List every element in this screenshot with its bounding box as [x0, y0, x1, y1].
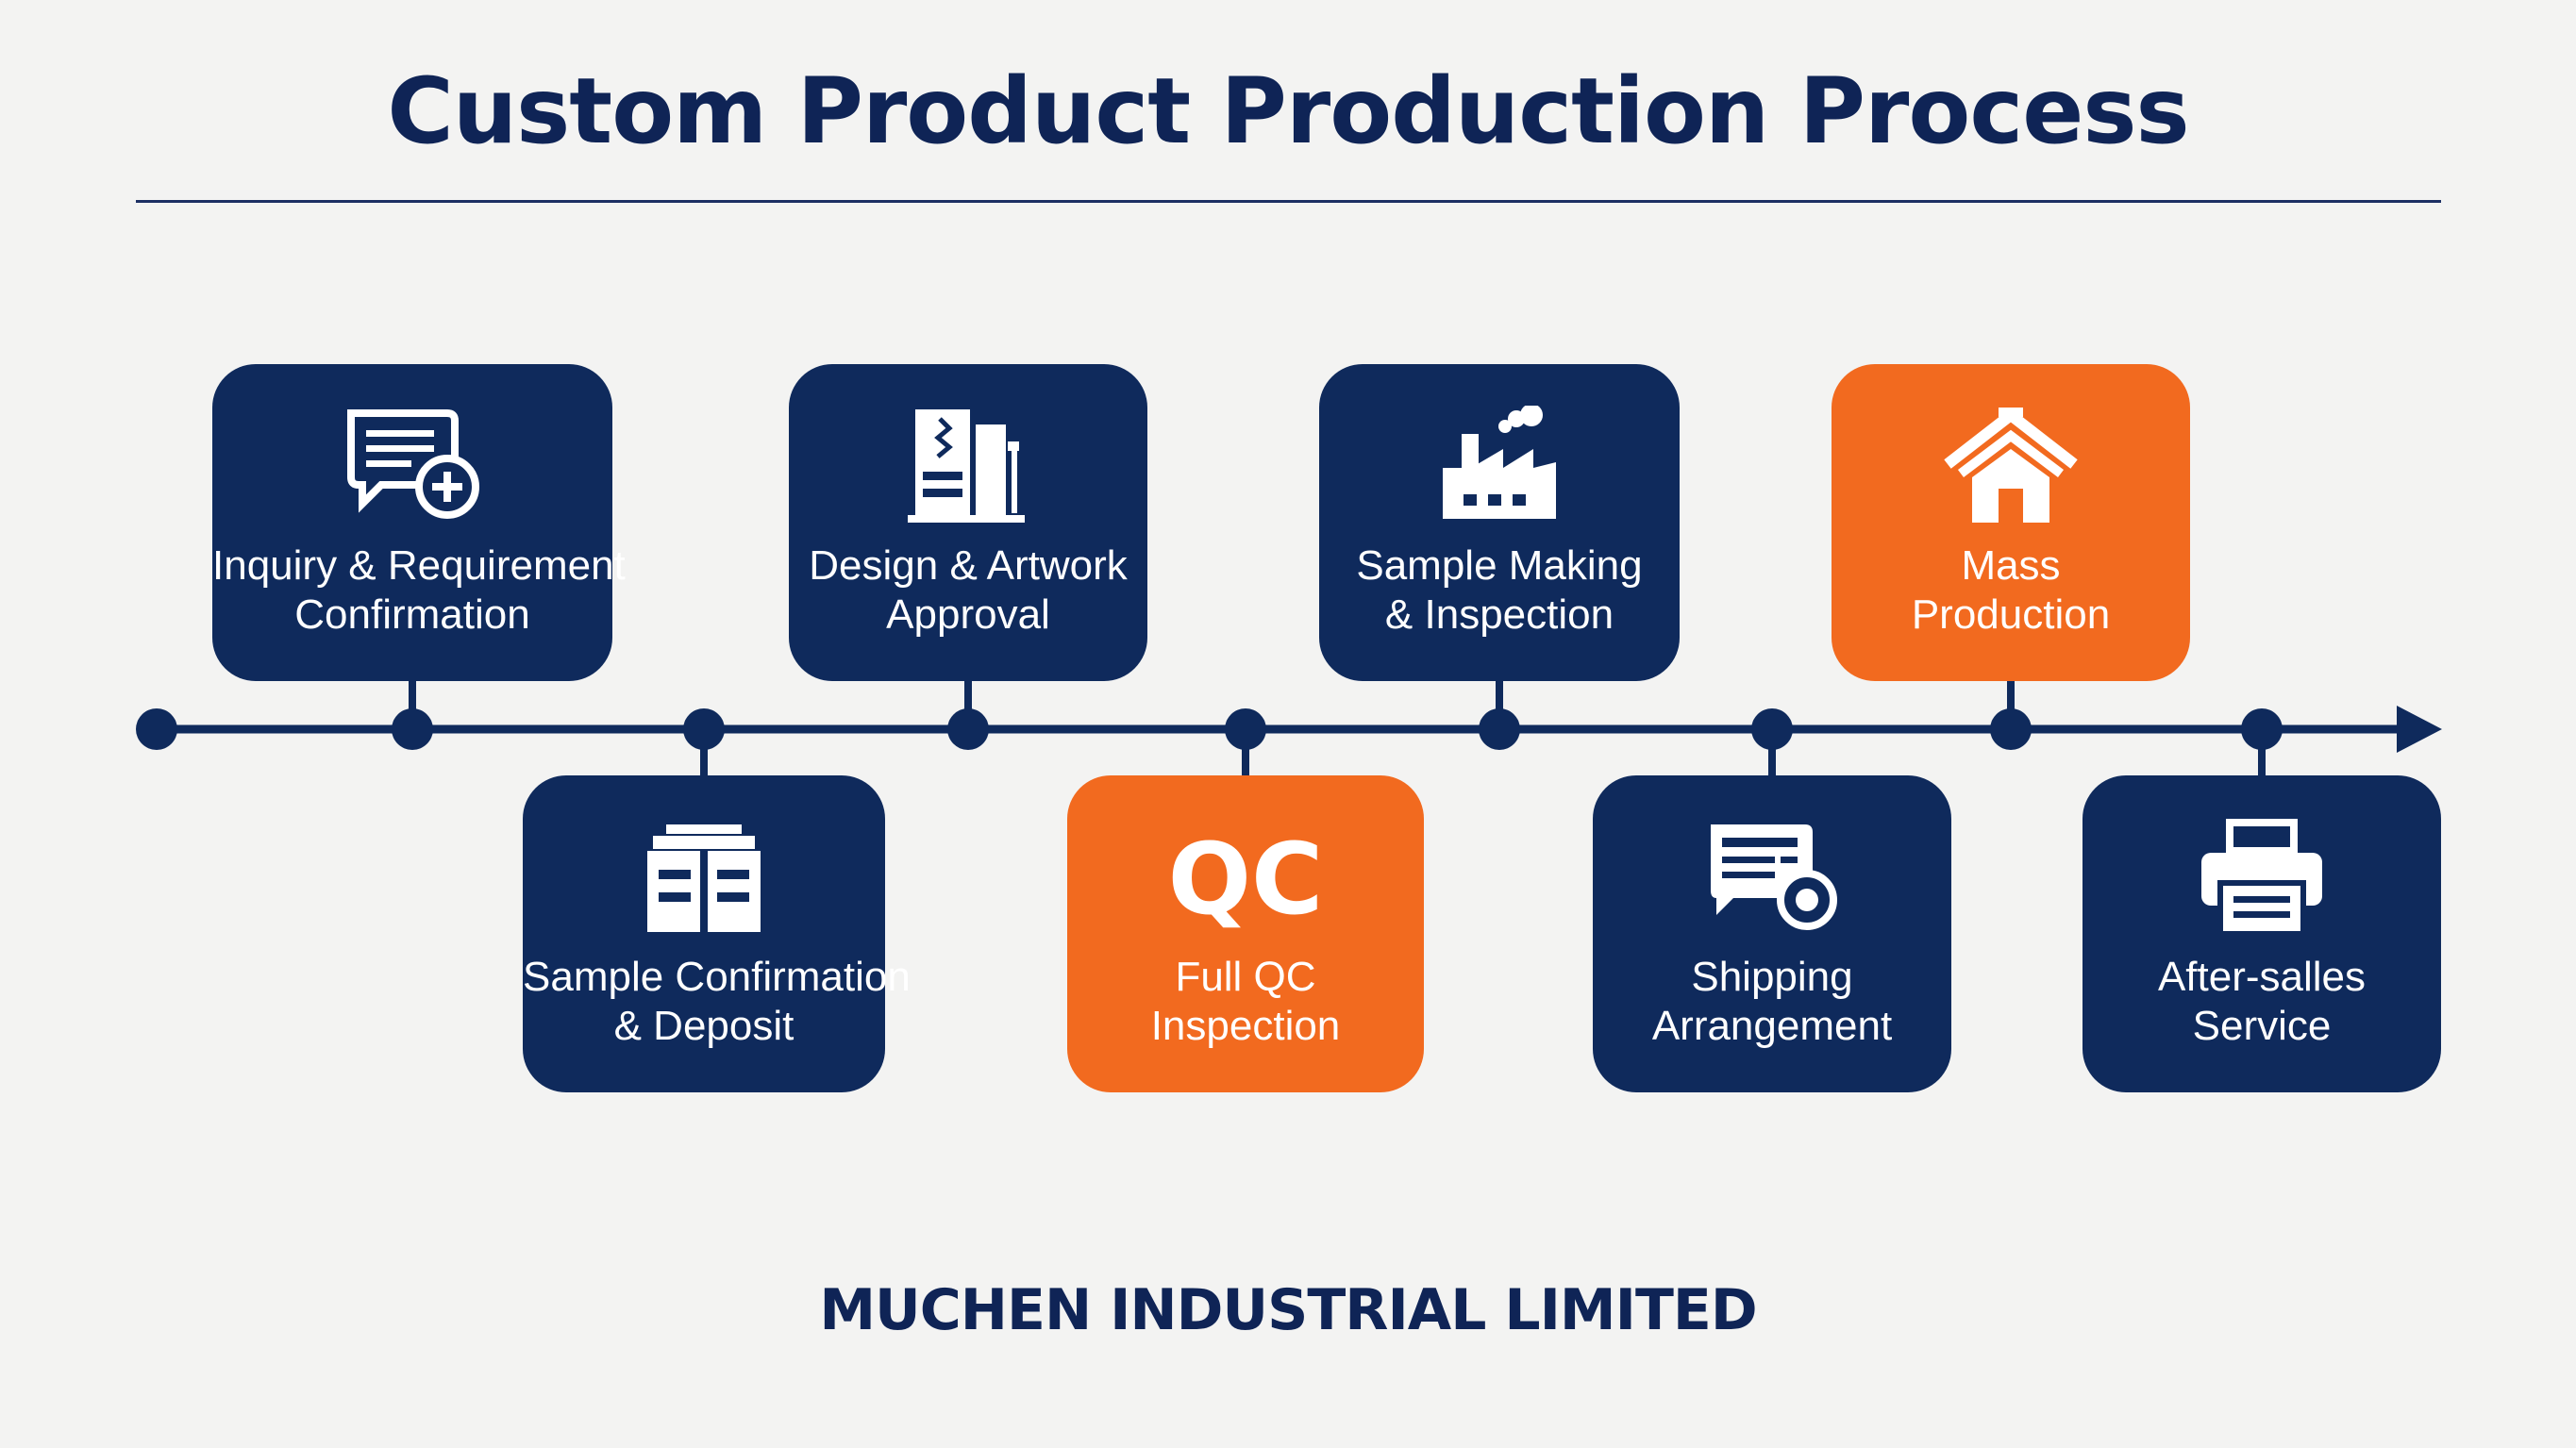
timeline-start-dot [136, 708, 177, 750]
timeline-arrowhead [2397, 706, 2442, 753]
house-icon [1832, 406, 2190, 538]
qc-icon-text: QC [1167, 822, 1324, 937]
shipping-document-icon [1593, 817, 1951, 949]
box-icon [523, 817, 885, 949]
company-name: MUCHEN INDUSTRIAL LIMITED [819, 1277, 1757, 1343]
timeline-node [392, 708, 433, 750]
timeline-node [1990, 708, 2032, 750]
timeline-node [1751, 708, 1793, 750]
timeline-node [947, 708, 989, 750]
timeline-node [1225, 708, 1266, 750]
factory-icon [1319, 406, 1680, 538]
step-label: Sample Making& Inspection [1356, 542, 1643, 638]
design-document-icon [789, 406, 1147, 538]
step-card-sample-making[interactable]: Sample Making& Inspection [1319, 364, 1680, 681]
timeline-node [683, 708, 725, 750]
timeline-node [1479, 708, 1520, 750]
inquiry-chat-plus-icon [212, 406, 612, 538]
timeline-node [2241, 708, 2283, 750]
page-title: Custom Product Production Process [387, 58, 2189, 164]
step-label: Sample Confirmation& Deposit [523, 954, 911, 1049]
step-card-sample-confirmation[interactable]: Sample Confirmation& Deposit [523, 775, 911, 1092]
title-divider [136, 200, 2441, 203]
printer-icon [2083, 817, 2441, 949]
